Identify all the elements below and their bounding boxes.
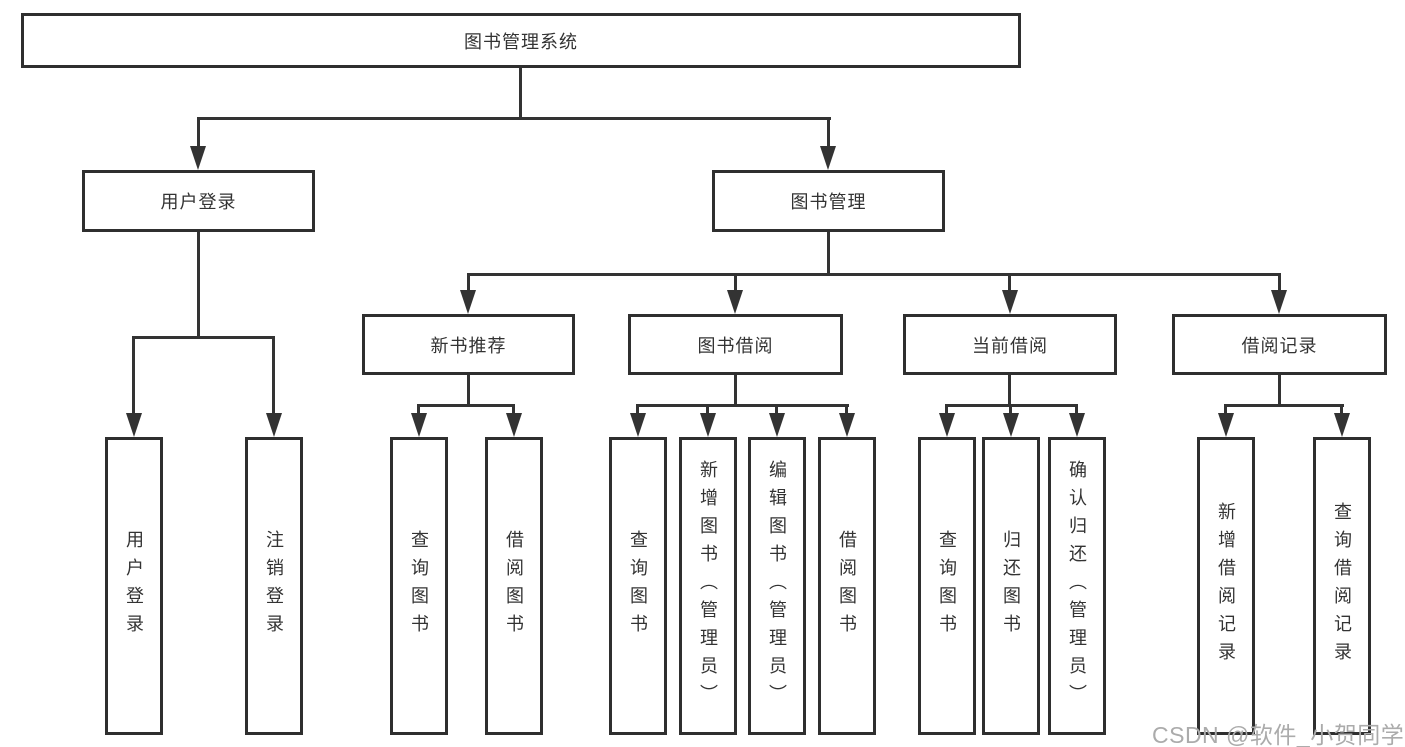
connector-borrow-record-stem xyxy=(1278,375,1281,407)
node-root-label: 图书管理系统 xyxy=(464,31,578,52)
arrowhead-leaf-add-book xyxy=(700,413,716,437)
connector-to-book-borrow xyxy=(734,273,737,293)
arrowhead-leaf-add-record xyxy=(1218,413,1234,437)
leaf-user-login-label: 用户登录 xyxy=(124,530,144,642)
leaf-edit-book-admin: 编辑图书（管理员） xyxy=(748,437,806,735)
leaf-logout-label: 注销登录 xyxy=(264,530,284,642)
connector-user-login-branch xyxy=(132,336,275,339)
connector-root-stem xyxy=(519,68,522,117)
arrowhead-current-borrow xyxy=(1002,290,1018,314)
leaf-borrow-query-book-label: 查询图书 xyxy=(628,530,648,642)
connector-book-management-branch xyxy=(467,273,1281,276)
node-new-book-recommend: 新书推荐 xyxy=(362,314,575,375)
connector-to-current-borrow xyxy=(1008,273,1011,293)
connector-to-leaf-current-query xyxy=(945,404,948,420)
node-book-borrow-label: 图书借阅 xyxy=(697,335,774,356)
arrowhead-book-borrow xyxy=(727,290,743,314)
connector-to-leaf-recommend-borrow xyxy=(512,404,515,420)
leaf-recommend-query-book: 查询图书 xyxy=(390,437,448,735)
leaf-add-borrow-record: 新增借阅记录 xyxy=(1197,437,1255,735)
arrowhead-leaf-query-record xyxy=(1334,413,1350,437)
leaf-return-book: 归还图书 xyxy=(982,437,1040,735)
arrowhead-borrow-record xyxy=(1271,290,1287,314)
leaf-confirm-return-admin-label: 确认归还（管理员） xyxy=(1067,460,1087,712)
connector-to-leaf-return-book xyxy=(1009,404,1012,420)
node-borrow-record-label: 借阅记录 xyxy=(1241,335,1318,356)
node-book-management: 图书管理 xyxy=(712,170,945,232)
connector-to-new-book-recommend xyxy=(467,273,470,293)
connector-to-leaf-borrow-query xyxy=(636,404,639,420)
leaf-borrow-book: 借阅图书 xyxy=(818,437,876,735)
node-book-management-label: 图书管理 xyxy=(790,192,867,212)
connector-to-leaf-add-record xyxy=(1224,404,1227,420)
node-root: 图书管理系统 xyxy=(21,13,1021,68)
leaf-recommend-query-book-label: 查询图书 xyxy=(409,530,429,642)
arrowhead-user-login xyxy=(190,146,206,170)
leaf-edit-book-admin-label: 编辑图书（管理员） xyxy=(767,460,787,712)
connector-new-book-recommend-stem xyxy=(467,375,470,407)
leaf-current-query-book: 查询图书 xyxy=(918,437,976,735)
connector-root-branch xyxy=(197,117,831,120)
connector-to-leaf-user-login xyxy=(132,336,135,416)
leaf-borrow-book-label: 借阅图书 xyxy=(837,530,857,642)
connector-user-login-stem xyxy=(197,232,200,339)
connector-to-leaf-query-record xyxy=(1340,404,1343,420)
arrowhead-leaf-current-query xyxy=(939,413,955,437)
arrowhead-new-book-recommend xyxy=(460,290,476,314)
leaf-return-book-label: 归还图书 xyxy=(1001,530,1021,642)
connector-current-borrow-stem xyxy=(1008,375,1011,407)
arrowhead-leaf-user-login xyxy=(126,413,142,437)
connector-to-leaf-confirm-return xyxy=(1075,404,1078,420)
node-user-login: 用户登录 xyxy=(82,170,315,232)
arrowhead-leaf-borrow-query xyxy=(630,413,646,437)
node-current-borrow-label: 当前借阅 xyxy=(972,335,1048,356)
connector-to-leaf-borrow-book xyxy=(845,404,848,420)
node-new-book-recommend-label: 新书推荐 xyxy=(430,335,507,356)
node-borrow-record: 借阅记录 xyxy=(1172,314,1387,375)
leaf-query-borrow-record-label: 查询借阅记录 xyxy=(1332,502,1352,670)
arrowhead-leaf-edit-book xyxy=(769,413,785,437)
connector-book-borrow-stem xyxy=(734,375,737,407)
connector-borrow-record-branch xyxy=(1224,404,1344,407)
leaf-add-book-admin-label: 新增图书（管理员） xyxy=(698,460,718,712)
connector-book-borrow-branch xyxy=(636,404,849,407)
arrowhead-book-management xyxy=(820,146,836,170)
leaf-add-borrow-record-label: 新增借阅记录 xyxy=(1216,502,1236,670)
leaf-user-login: 用户登录 xyxy=(105,437,163,735)
arrowhead-leaf-logout xyxy=(266,413,282,437)
leaf-recommend-borrow-book: 借阅图书 xyxy=(485,437,543,735)
arrowhead-leaf-return-book xyxy=(1003,413,1019,437)
connector-book-management-stem xyxy=(827,232,830,276)
arrowhead-leaf-recommend-borrow xyxy=(506,413,522,437)
node-user-login-label: 用户登录 xyxy=(160,192,237,212)
connector-to-borrow-record xyxy=(1278,273,1281,293)
leaf-current-query-book-label: 查询图书 xyxy=(937,530,957,642)
node-current-borrow: 当前借阅 xyxy=(903,314,1117,375)
connector-to-user-login xyxy=(197,117,200,149)
node-book-borrow: 图书借阅 xyxy=(628,314,843,375)
leaf-confirm-return-admin: 确认归还（管理员） xyxy=(1048,437,1106,735)
csdn-watermark: CSDN @软件_小贺同学 xyxy=(1152,722,1405,747)
leaf-add-book-admin: 新增图书（管理员） xyxy=(679,437,737,735)
connector-to-leaf-edit-book xyxy=(775,404,778,420)
connector-to-leaf-logout xyxy=(272,336,275,416)
connector-to-book-management xyxy=(827,117,830,149)
leaf-query-borrow-record: 查询借阅记录 xyxy=(1313,437,1371,735)
leaf-borrow-query-book: 查询图书 xyxy=(609,437,667,735)
connector-to-leaf-add-book xyxy=(706,404,709,420)
arrowhead-leaf-confirm-return xyxy=(1069,413,1085,437)
leaf-recommend-borrow-book-label: 借阅图书 xyxy=(504,530,524,642)
connector-new-book-recommend-branch xyxy=(417,404,515,407)
arrowhead-leaf-recommend-query xyxy=(411,413,427,437)
leaf-logout: 注销登录 xyxy=(245,437,303,735)
arrowhead-leaf-borrow-book xyxy=(839,413,855,437)
connector-to-leaf-recommend-query xyxy=(417,404,420,420)
